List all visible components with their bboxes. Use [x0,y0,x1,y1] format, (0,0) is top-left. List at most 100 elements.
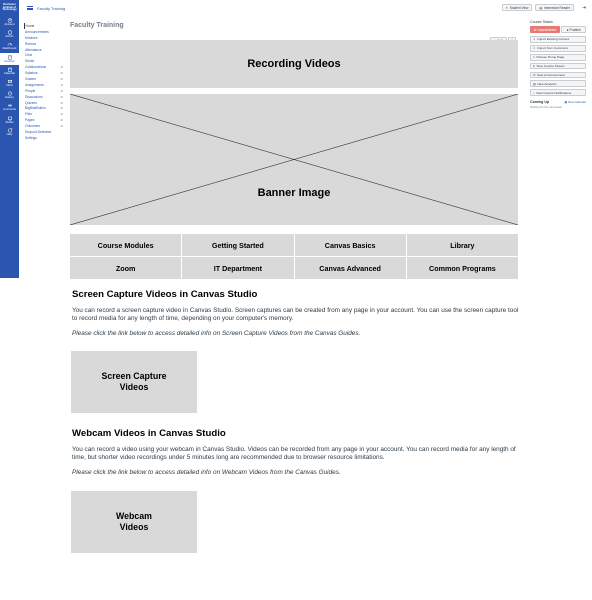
admin-icon [7,30,12,35]
nav-calendar[interactable]: Calendar [0,65,19,77]
course-nav-item[interactable]: Settings [25,135,63,141]
calendar-icon [7,67,12,72]
course-nav-label: Assignments [25,82,44,87]
coming-up-empty-text: Nothing for the next week [530,105,562,110]
breadcrumb[interactable]: Faculty Training [37,5,66,11]
nav-account[interactable]: Account [0,16,19,28]
it-department-button[interactable]: IT Department [182,257,294,279]
canvas-advanced-button[interactable]: Canvas Advanced [294,257,406,279]
sidebar-link-label: Import Existing Content [537,37,570,42]
sidebar-link-label: View Course Stream [536,64,565,69]
publish-label: Publish [569,27,581,32]
screen-capture-section: Screen Capture Videos in Canvas Studio Y… [72,289,520,337]
course-nav-item[interactable]: Pages⊘ [25,117,63,123]
course-nav-label: Settings [25,135,37,140]
nav-label: Admin [5,34,14,39]
sidebar-link-button[interactable]: ✉New Announcement [530,71,586,79]
check-circle-icon: ● [566,27,569,32]
screen-capture-videos-link[interactable]: Screen Capture Videos [71,351,197,413]
nav-label: Courses [4,58,15,63]
section-note: Please click the link below to access de… [72,469,341,477]
course-nav-label: Dropout Detective [25,129,52,134]
nav-studio[interactable]: Studio [0,114,19,126]
course-nav-item[interactable]: Rubrics [25,41,63,47]
course-status-title: Course Status [530,20,553,24]
calendar-icon: ▦ [564,100,568,105]
course-nav-item[interactable]: Grades ⊘ [25,76,63,82]
home-icon: ⌂ [533,55,535,60]
course-nav-item[interactable]: Collaborations⊘ [25,64,63,70]
nav-inbox[interactable]: Inbox [0,77,19,89]
course-nav-item[interactable]: Studio [25,58,63,64]
course-nav-item[interactable]: Dropout Detective [25,129,63,135]
course-nav-item[interactable]: Quizzes ⊘ [25,100,63,106]
webcam-section: Webcam Videos in Canvas Studio You can r… [72,428,520,476]
nav-commons[interactable]: Commons [0,101,19,113]
course-nav-item[interactable]: Announcements [25,29,63,35]
course-nav-item[interactable]: Chat [25,52,63,58]
hidden-eye-icon: ⊘ [60,76,63,81]
page-title: Faculty Training [70,22,124,29]
help-icon [7,127,12,133]
immersive-reader-button[interactable]: ▤ Immersive Reader [535,4,574,11]
sidebar-link-button[interactable]: ⌂Choose Home Page [530,53,586,61]
nav-help[interactable]: Help [0,126,19,138]
rit-logo[interactable]: Rochester Institute of Technology [0,0,19,16]
course-nav-label: Grades [25,76,36,81]
section-body: You can record a video using your webcam… [72,446,516,462]
hidden-eye-icon: ⊘ [60,71,63,76]
sidebar-link-label: Choose Home Page [536,55,565,60]
course-nav-label: Announcements [25,29,49,34]
link-button-grid: Course Modules Getting Started Canvas Ba… [70,234,518,279]
sidebar-link-button[interactable]: ≡View Course Stream [530,62,586,70]
course-nav-label: Collaborations [25,65,47,70]
course-nav-item[interactable]: Files⊘ [25,111,63,117]
hamburger-menu-icon[interactable] [27,5,33,11]
immersive-reader-label: Immersive Reader [543,5,570,10]
hidden-eye-icon: ⊘ [60,100,63,105]
course-nav-label: Modules [25,35,38,40]
bell-icon: ♪ [533,90,535,95]
hidden-eye-icon: ⊘ [60,88,63,93]
sidebar-link-label: New Announcement [537,72,565,77]
course-nav-item[interactable]: BigBlueButton⊘ [25,105,63,111]
coming-up-heading: Coming Up [530,100,550,105]
canvas-basics-button[interactable]: Canvas Basics [294,234,406,256]
common-programs-button[interactable]: Common Programs [406,257,518,279]
sidebar-link-button[interactable]: ♪View Course Notifications [530,89,586,97]
collapse-sidebar-icon[interactable]: ⇥ [581,5,586,11]
course-nav-item[interactable]: Outcomes⊘ [25,123,63,129]
nav-dashboard[interactable]: Dashboard [0,40,19,52]
course-nav-label: Studio [25,59,35,64]
getting-started-button[interactable]: Getting Started [182,234,294,256]
sidebar-link-label: New Analytics [537,81,557,86]
course-nav-item[interactable]: Assignments⊘ [25,82,63,88]
sidebar-link-button[interactable]: ▥New Analytics [530,80,586,88]
sidebar-link-button[interactable]: ⇩Import from Commons [530,44,586,52]
view-calendar-link[interactable]: ▦ View Calendar [564,100,586,104]
webcam-videos-link[interactable]: Webcam Videos [71,491,197,553]
course-nav-label: Home [25,23,35,28]
course-nav-item[interactable]: Attendance [25,47,63,53]
sidebar-link-button[interactable]: ⇩Import Existing Content [530,36,586,43]
student-view-button[interactable]: ⚭ Student View [501,4,533,11]
zoom-button[interactable]: Zoom [70,257,182,279]
nav-admin[interactable]: Admin [0,28,19,40]
nav-label: Inbox [6,83,13,88]
course-nav-label: Quizzes [25,100,37,105]
course-modules-button[interactable]: Course Modules [70,234,182,256]
course-nav-item[interactable]: Syllabus⊘ [25,70,63,76]
course-nav-item[interactable]: Modules [25,35,63,41]
course-nav-label: People [25,88,36,93]
course-nav-item[interactable]: People ⊘ [25,88,63,94]
sidebar-link-label: View Course Notifications [536,90,572,95]
course-nav-item[interactable]: Home [23,23,64,29]
course-nav-label: Attendance [25,47,42,52]
nav-courses[interactable]: Courses [0,52,19,65]
publish-button[interactable]: ●Publish [561,26,586,33]
course-nav-item[interactable]: Discussions⊘ [25,94,63,100]
unpublished-button[interactable]: ⊘Unpublished [530,26,560,33]
nav-history[interactable]: History [0,89,19,101]
library-button[interactable]: Library [406,234,518,256]
